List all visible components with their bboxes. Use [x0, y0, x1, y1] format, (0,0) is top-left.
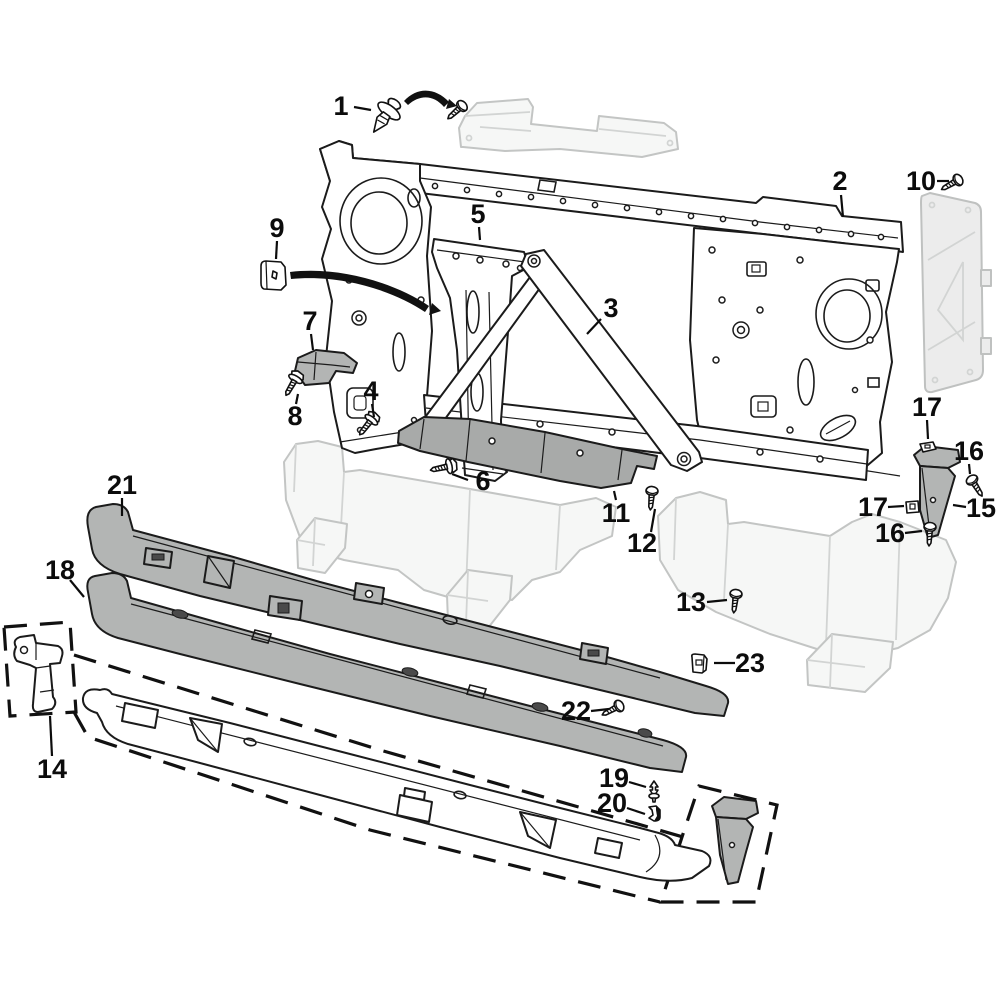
callout-c22-leader [590, 707, 610, 713]
air-deflector-right-ghost [657, 491, 957, 659]
screw-icon-12 [643, 485, 660, 512]
callout-label-c7[interactable]: 7 [302, 306, 317, 336]
kit-outline-dashed [2, 620, 779, 904]
callout-c19-leader [628, 780, 647, 789]
callout-c15-leader [952, 503, 967, 509]
callout-label-c6[interactable]: 6 [475, 466, 490, 496]
callout-label-c4[interactable]: 4 [363, 376, 378, 406]
callout-label-c22[interactable]: 22 [561, 696, 591, 726]
callout-label-c17b[interactable]: 17 [858, 492, 888, 522]
pin-icon-19 [648, 780, 660, 803]
callout-c18-leader [69, 579, 85, 598]
callout-label-c15[interactable]: 15 [966, 493, 996, 523]
splash-shield [397, 416, 658, 489]
callout-label-c18[interactable]: 18 [45, 555, 75, 585]
side-panel-ghost [920, 192, 992, 394]
callout-label-c10[interactable]: 10 [906, 166, 936, 196]
callout-c9-leader [274, 240, 279, 260]
callout-label-c1[interactable]: 1 [333, 91, 348, 121]
callout-c7-leader [309, 333, 315, 351]
callout-label-c5[interactable]: 5 [470, 199, 485, 229]
callout-label-c9[interactable]: 9 [269, 213, 284, 243]
callout-label-c16b[interactable]: 16 [875, 518, 905, 548]
callout-c16a-leader [967, 463, 972, 475]
clip-icon-17b [905, 500, 920, 514]
bracket-15-mirror [711, 796, 759, 885]
bracket-15 [913, 445, 961, 539]
callout-label-c21[interactable]: 21 [107, 470, 137, 500]
callout-label-c16a[interactable]: 16 [954, 436, 984, 466]
radiator-support-panel [319, 140, 904, 481]
diagonal-brace [520, 249, 703, 472]
top-rail-holes [431, 182, 885, 241]
clip-icon-9 [260, 260, 287, 291]
callout-c11-leader [612, 490, 618, 501]
callout-label-c23[interactable]: 23 [735, 648, 765, 678]
callout-label-c20[interactable]: 20 [597, 788, 627, 818]
callout-c2-leader [839, 194, 845, 218]
callout-label-c11[interactable]: 11 [602, 498, 631, 528]
duct-ghost-left [296, 517, 348, 574]
clip-icon-17a [919, 441, 937, 453]
clip-icon-23 [691, 653, 708, 674]
sight-shield-top-ghost [458, 98, 679, 158]
screw-icon-10 [937, 171, 966, 196]
callout-c13-leader [706, 598, 728, 604]
callout-c14-leader [48, 715, 54, 757]
air-deflector-left-ghost [283, 440, 617, 601]
callout-label-c8[interactable]: 8 [287, 401, 302, 431]
callout-c4-leader [370, 403, 376, 418]
callout-c12-leader [649, 508, 657, 533]
callout-label-c17a[interactable]: 17 [912, 392, 942, 422]
duct-ghost-right [806, 633, 894, 693]
callout-label-c2[interactable]: 2 [832, 166, 847, 196]
lower-valance-panel [81, 688, 712, 882]
callout-label-c19[interactable]: 19 [599, 763, 629, 793]
callout-label-c14[interactable]: 14 [37, 754, 67, 784]
callout-c17b-leader [887, 504, 905, 509]
valance-rail-upper [86, 503, 730, 717]
push-pin-icon-1 [372, 97, 402, 133]
callout-c1-leader [353, 105, 372, 112]
install-arrow-9 [290, 270, 441, 315]
install-arrow-1 [404, 90, 457, 109]
callout-label-c3[interactable]: 3 [603, 293, 618, 323]
callout-label-c12[interactable]: 12 [627, 528, 657, 558]
callout-c3-leader [586, 318, 602, 335]
callout-layer: 1234567891011121314151617161718192021222… [37, 91, 996, 818]
callout-c20-leader [626, 806, 646, 816]
bracket-14 [13, 634, 64, 713]
clip-icon-20 [648, 805, 661, 822]
callout-c5-leader [477, 226, 482, 241]
callout-label-c13[interactable]: 13 [676, 587, 706, 617]
callout-c6-leader [451, 472, 469, 482]
callout-c16b-leader [904, 529, 923, 535]
valance-rail-lower [86, 572, 688, 773]
callout-c8-leader [294, 393, 300, 405]
callout-c17a-leader [925, 419, 930, 440]
